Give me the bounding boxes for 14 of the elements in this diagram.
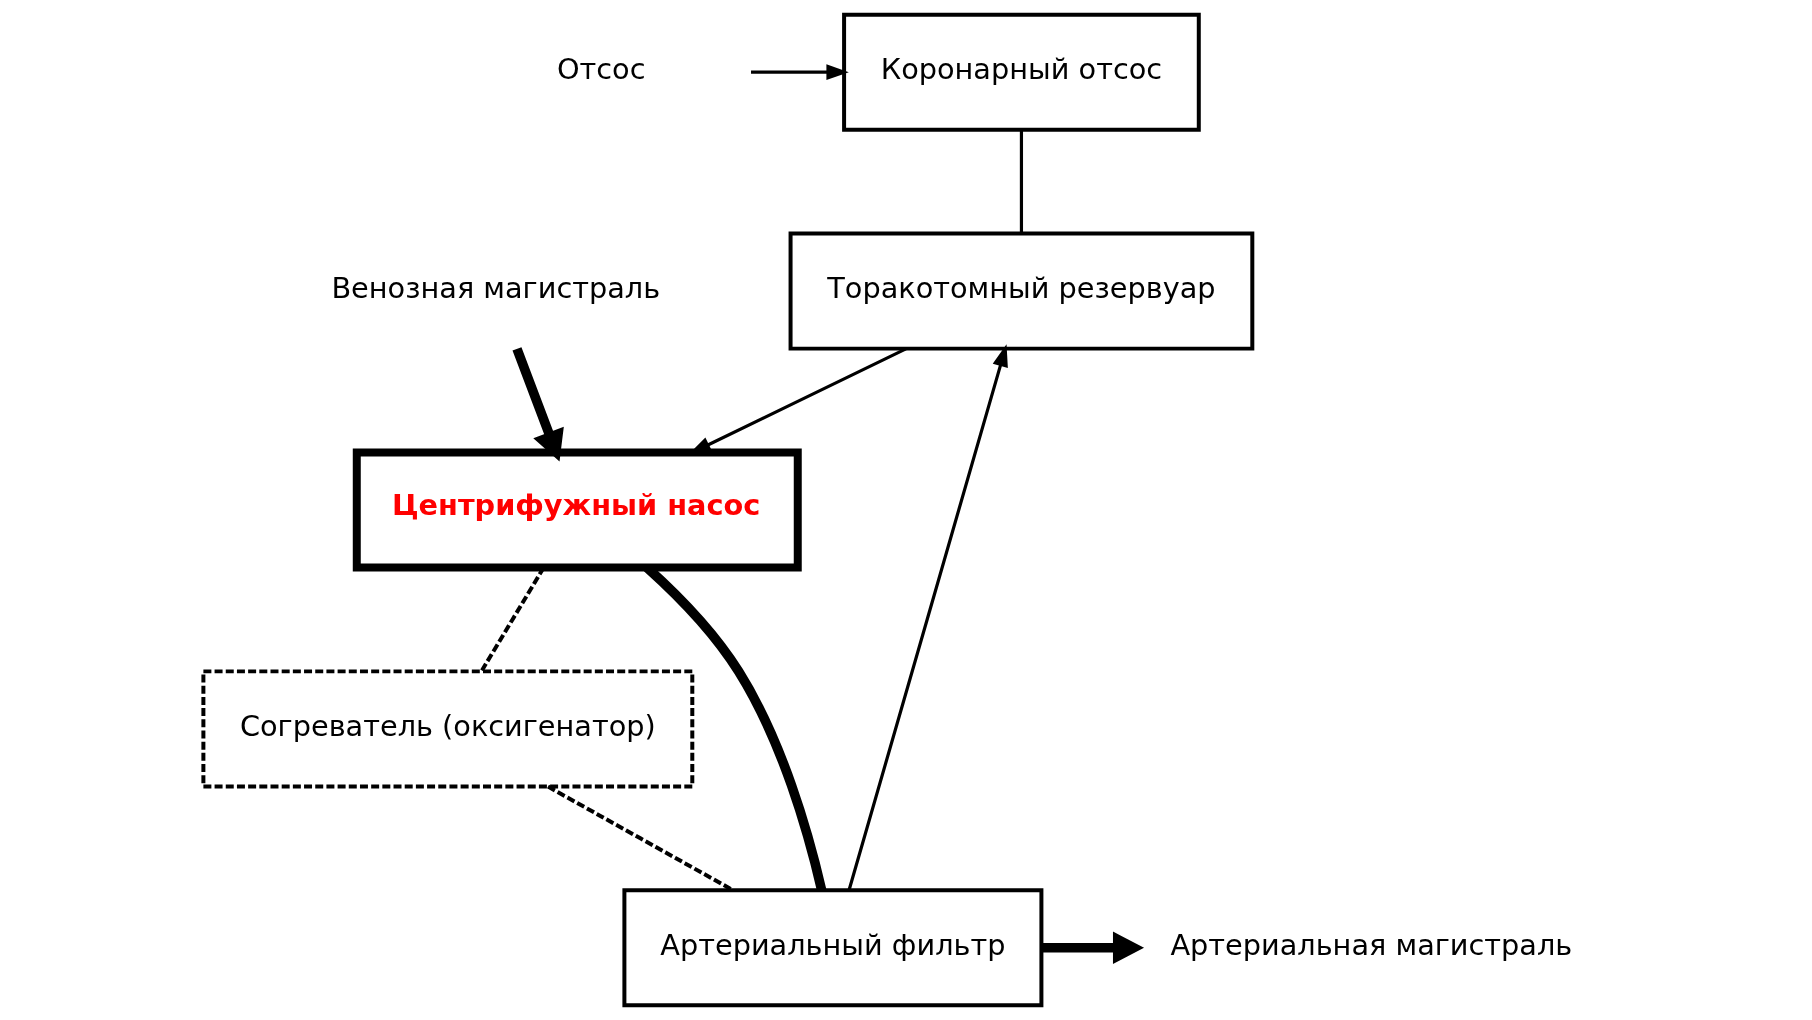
node-box: Коронарный отсос: [842, 12, 1201, 132]
node-box: Согреватель (оксигенатор): [201, 669, 695, 789]
connector: [1019, 129, 1024, 233]
node-text: Артериальная магистраль: [1170, 927, 1573, 962]
node-box: Центрифужный насос: [352, 448, 802, 572]
arrow: [1041, 931, 1145, 965]
arrow: [751, 64, 849, 81]
arrow: [512, 347, 564, 462]
arrow: [847, 344, 1008, 891]
node-box: Торакотомный резервуар: [788, 231, 1255, 351]
connector: [547, 784, 734, 892]
node-text: Венозная магистраль: [331, 271, 661, 306]
node-box: Артериальный фильтр: [622, 888, 1044, 1008]
node-text: Отсос: [556, 52, 646, 87]
